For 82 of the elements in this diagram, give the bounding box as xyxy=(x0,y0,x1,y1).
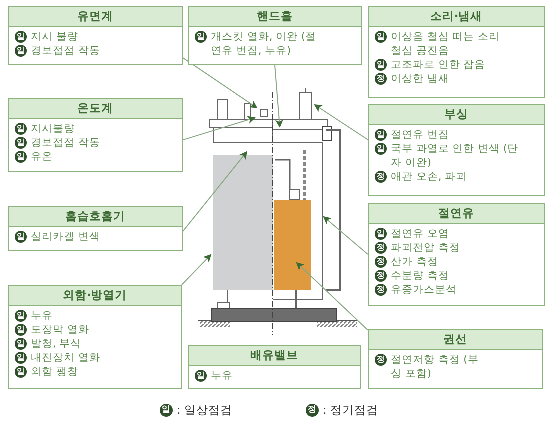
legend-badge: 일 xyxy=(160,404,173,417)
inspection-badge: 일 xyxy=(15,231,27,243)
box-title: 배유밸브 xyxy=(250,348,298,362)
box-title: 유면계 xyxy=(78,9,114,23)
legend-badge: 정 xyxy=(306,404,319,417)
check-item: 지시 불량 xyxy=(31,30,78,44)
box-title: 부싱 xyxy=(444,107,468,121)
inspection-box xyxy=(188,345,361,389)
inspection-badge: 일 xyxy=(15,310,27,322)
check-item: 경보접점 작동 xyxy=(31,44,100,58)
legend-text: : 일상점검 xyxy=(177,403,233,417)
inspection-badge: 일 xyxy=(375,143,387,155)
check-item: 이상한 냄새 xyxy=(391,72,450,86)
inspection-badge: 일 xyxy=(15,31,27,43)
inspection-badge: 일 xyxy=(15,137,27,149)
check-item: 이상음 철심 떠는 소리 철심 공진음 xyxy=(391,30,502,58)
leader-line xyxy=(296,262,368,331)
check-item: 파괴전압 측정 xyxy=(391,241,460,255)
check-item: 애관 오손, 파괴 xyxy=(391,170,468,184)
leader-line xyxy=(182,116,256,141)
check-item: 고조파로 인한 잡음 xyxy=(391,58,487,72)
check-item: 국부 과열로 인한 변색 (단자 이완) xyxy=(391,142,520,170)
box-title: 소리·냄새 xyxy=(430,9,483,23)
check-item: 내진장치 열화 xyxy=(31,351,100,365)
leader-line xyxy=(314,104,368,140)
inspection-badge: 일 xyxy=(15,151,27,163)
inspection-badge: 일 xyxy=(375,59,387,71)
inspection-badge: 일 xyxy=(15,366,27,378)
check-item: 절연유 오염 xyxy=(391,227,450,241)
check-item: 유중가스분석 xyxy=(391,283,457,297)
box-title: 흡습호흡기 xyxy=(66,209,126,223)
box-title: 외함·방열기 xyxy=(62,288,128,302)
inspection-badge: 정 xyxy=(375,171,387,183)
inspection-badge: 일 xyxy=(15,324,27,336)
check-item: 누유 xyxy=(211,369,233,383)
inspection-badge: 일 xyxy=(15,338,27,350)
inspection-badge: 정 xyxy=(375,256,387,268)
leader-line xyxy=(182,57,258,109)
box-title: 온도계 xyxy=(78,101,114,115)
inspection-badge: 일 xyxy=(15,45,27,57)
check-item: 지시불량 xyxy=(31,122,75,136)
inspection-badge: 일 xyxy=(375,129,387,141)
inspection-box xyxy=(368,6,545,98)
check-item: 실리카겔 변색 xyxy=(31,230,100,244)
inspection-badge: 정 xyxy=(375,270,387,282)
inspection-box xyxy=(8,6,183,65)
inspection-box xyxy=(8,98,183,172)
leader-line xyxy=(182,254,212,286)
check-item: 외함 팽창 xyxy=(31,365,78,379)
inspection-badge: 정 xyxy=(375,284,387,296)
box-title: 권선 xyxy=(444,332,468,346)
inspection-box xyxy=(188,6,362,65)
inspection-badge: 일 xyxy=(375,31,387,43)
check-item: 수분량 측정 xyxy=(391,269,450,283)
check-item: 누유 xyxy=(31,309,53,323)
inspection-badge: 일 xyxy=(15,123,27,135)
check-item: 개스킷 열화, 이완 (절연유 번짐, 누유) xyxy=(211,30,318,58)
check-item: 절연저항 측정 (부싱 포함) xyxy=(391,353,480,381)
leader-line xyxy=(182,151,248,232)
inspection-box xyxy=(368,329,543,389)
check-item: 산가 측정 xyxy=(391,255,438,269)
leader-line xyxy=(323,216,368,255)
inspection-box xyxy=(368,104,545,196)
check-item: 유온 xyxy=(31,150,53,164)
check-item: 경보접점 작동 xyxy=(31,136,100,150)
inspection-box xyxy=(8,285,182,389)
leader-line xyxy=(274,64,284,128)
check-item: 절연유 번짐 xyxy=(391,128,450,142)
inspection-badge: 정 xyxy=(375,73,387,85)
inspection-badge: 일 xyxy=(375,228,387,240)
inspection-badge: 일 xyxy=(195,370,207,382)
box-title: 절연유 xyxy=(438,206,474,220)
inspection-box xyxy=(8,206,183,251)
check-item: 도장막 열화 xyxy=(31,323,90,337)
box-title: 핸드홀 xyxy=(257,9,293,23)
inspection-badge: 정 xyxy=(375,354,387,366)
check-item: 발청, 부식 xyxy=(31,337,82,351)
inspection-badge: 일 xyxy=(195,31,207,43)
inspection-box xyxy=(368,203,545,306)
inspection-badge: 정 xyxy=(375,242,387,254)
inspection-badge: 일 xyxy=(15,352,27,364)
legend-text: : 정기점검 xyxy=(323,403,379,417)
